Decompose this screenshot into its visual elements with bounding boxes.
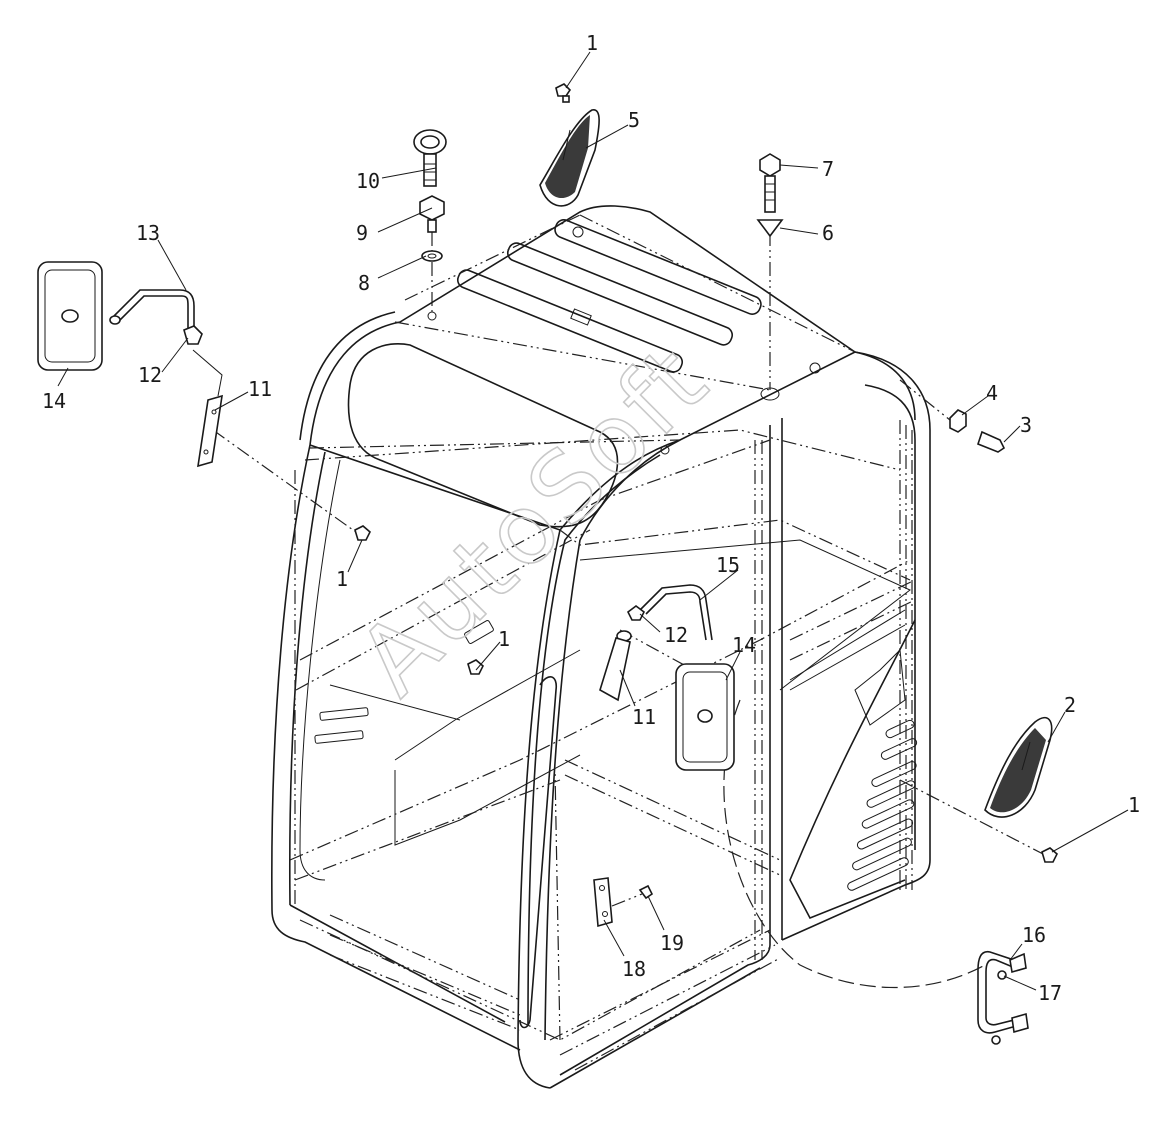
part-5-vent-grille (539, 109, 600, 207)
part-6-spacer-cone (756, 219, 784, 238)
callout-1-left: 1 (336, 567, 348, 591)
callout-11-interior: 11 (632, 705, 656, 729)
part-14-mirror-interior (675, 663, 735, 771)
part-18-plate (593, 877, 613, 928)
part-3-bolt (977, 430, 1006, 453)
part-19-screw (611, 884, 654, 907)
part-10-lifting-eye-bolt (413, 129, 447, 187)
callout-1-interior: 1 (498, 627, 510, 651)
part-9-nut (419, 195, 445, 233)
part-13-mirror-stay (109, 289, 195, 330)
part-7-bolt (759, 153, 781, 213)
callout-5: 5 (628, 108, 640, 132)
callout-16: 16 (1022, 923, 1046, 947)
callout-2: 2 (1064, 693, 1076, 717)
assembly-center-lines (212, 214, 1046, 1071)
callout-labels: 1 1 1 1 2 3 4 5 6 7 8 9 10 11 11 12 12 1… (42, 31, 1140, 1005)
callout-4: 4 (986, 381, 998, 405)
callout-13: 13 (136, 221, 160, 245)
louver-vents (847, 719, 918, 891)
part-14-mirror-left (37, 261, 103, 371)
callout-15: 15 (716, 553, 740, 577)
callout-12-interior: 12 (664, 623, 688, 647)
callout-12-left: 12 (138, 363, 162, 387)
part-16-grab-handle (977, 950, 1029, 1034)
part-11-bracket-left (192, 349, 223, 468)
watermark: AutoSoft (337, 323, 730, 716)
part-12-clamp-left (183, 325, 203, 345)
leader-lines (57, 51, 1129, 991)
callout-7: 7 (822, 157, 834, 181)
callout-14-left: 14 (42, 389, 66, 413)
callout-19: 19 (660, 931, 684, 955)
part-11-bracket-interior (599, 630, 632, 702)
part-1-bolt-left (354, 525, 371, 541)
callout-17: 17 (1038, 981, 1062, 1005)
callout-10: 10 (356, 169, 380, 193)
callout-6: 6 (822, 221, 834, 245)
callout-14-interior: 14 (732, 633, 756, 657)
callout-11-left: 11 (248, 377, 272, 401)
part-15-mirror-stay-interior (639, 584, 713, 641)
callout-1-right: 1 (1128, 793, 1140, 817)
callout-3: 3 (1020, 413, 1032, 437)
callout-18: 18 (622, 957, 646, 981)
callout-8: 8 (358, 271, 370, 295)
part-17-screws (991, 970, 1007, 1045)
part-1-bolt-top (555, 83, 572, 103)
part-4-nut (949, 409, 967, 433)
part-1-bolt-interior (467, 659, 484, 675)
callout-9: 9 (356, 221, 368, 245)
part-8-washer (421, 250, 443, 262)
part-2-vent-grille (984, 716, 1053, 818)
callout-1-top: 1 (586, 31, 598, 55)
